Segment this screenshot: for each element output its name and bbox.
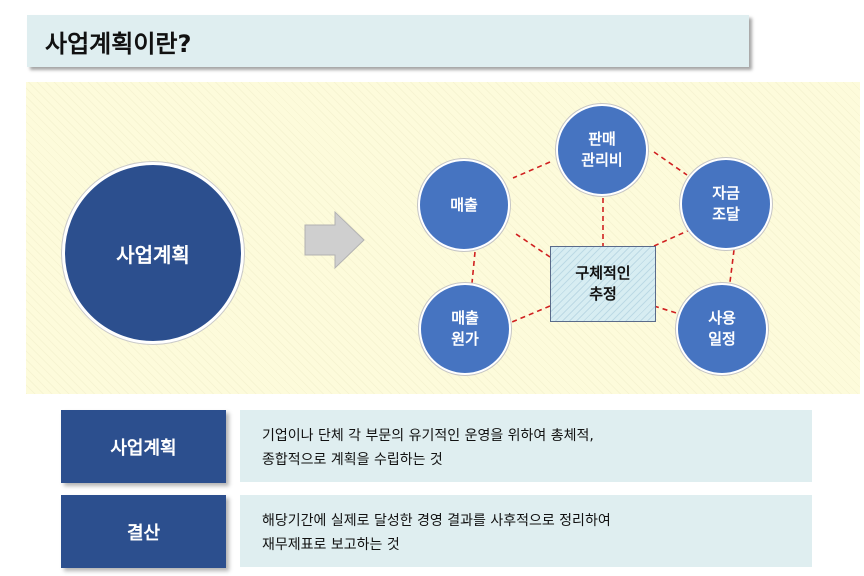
node-sales-admin: 판매 관리비 (556, 104, 648, 196)
connector-line (653, 151, 688, 176)
definition-term: 사업계획 (61, 410, 226, 483)
connector-line (511, 305, 551, 323)
node-cost-of-sales: 매출 원가 (419, 283, 511, 375)
definition-description: 해당기간에 실제로 달성한 경영 결과를 사후적으로 정리하여 재무제표로 보고… (240, 495, 812, 567)
page-title: 사업계획이란? (45, 30, 192, 58)
connector-line (471, 251, 476, 284)
main-concept-circle: 사업계획 (62, 162, 244, 344)
title-banner: 사업계획이란? (27, 15, 749, 67)
connector-line (653, 227, 695, 247)
connector-line (512, 161, 551, 179)
node-usage-schedule: 사용 일정 (676, 283, 768, 375)
center-estimate-box: 구체적인 추정 (550, 246, 656, 322)
connector-line (512, 231, 551, 258)
right-arrow-icon (304, 210, 365, 270)
node-sales: 매출 (418, 159, 510, 251)
connector-line (729, 249, 735, 283)
main-concept-label: 사업계획 (116, 242, 190, 267)
node-fund-raising: 자금 조달 (680, 158, 772, 250)
definition-description: 기업이나 단체 각 부문의 유기적인 운영을 위하여 총체적, 종합적으로 계획… (240, 410, 812, 482)
definition-term: 결산 (61, 495, 226, 568)
